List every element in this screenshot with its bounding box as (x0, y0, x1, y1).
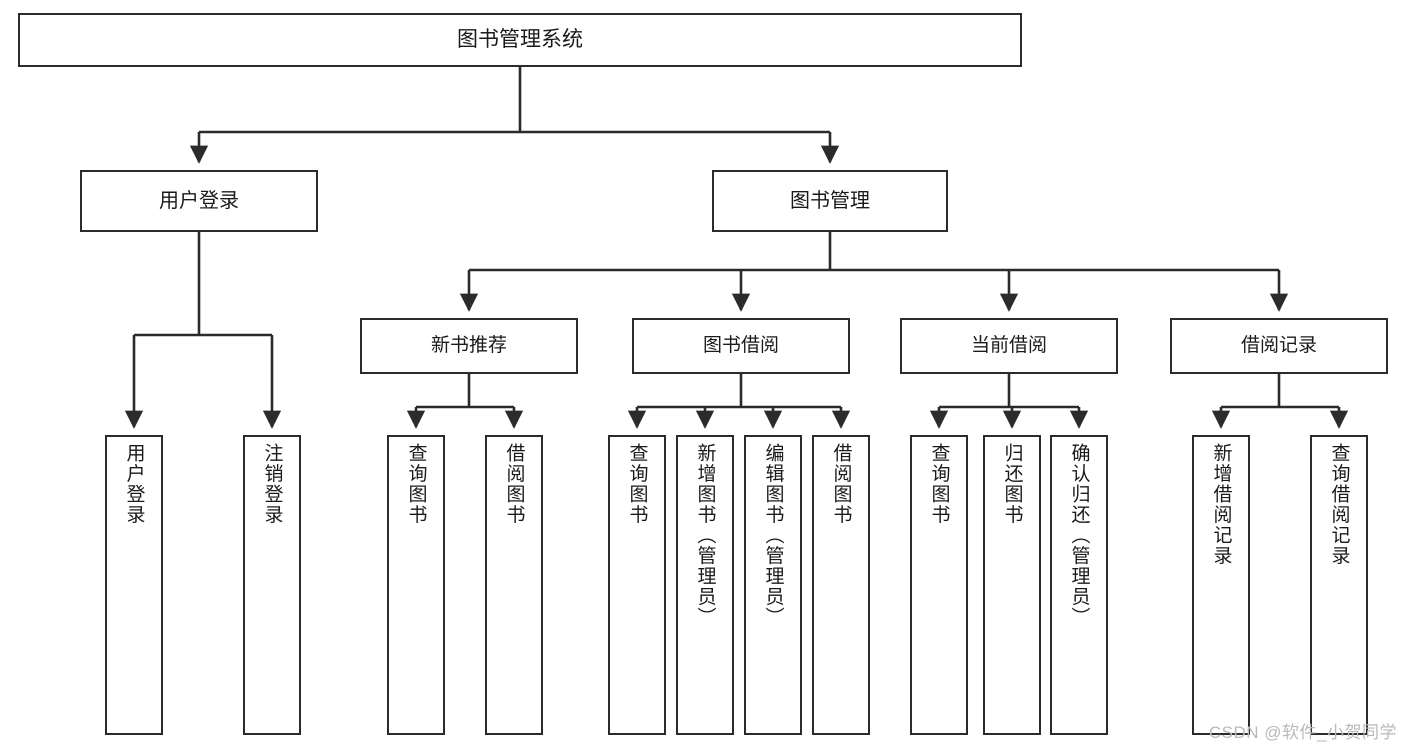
node-add-book-admin-label: 新增图书（管理员） (694, 443, 716, 628)
node-logout-action-label: 注销登录 (261, 443, 283, 525)
node-logout-action[interactable]: 注销登录 (243, 435, 301, 735)
node-edit-book-admin[interactable]: 编辑图书（管理员） (744, 435, 802, 735)
node-borrow-record-label: 借阅记录 (1240, 335, 1317, 357)
node-book-manage[interactable]: 图书管理 (712, 170, 948, 232)
watermark-text: CSDN @软件_小贺同学 (1208, 723, 1397, 742)
node-current-borrow[interactable]: 当前借阅 (900, 318, 1118, 374)
node-user-login-label: 用户登录 (159, 189, 239, 212)
node-add-borrow-record-label: 新增借阅记录 (1210, 443, 1232, 566)
node-query-book-borrow-label: 查询图书 (626, 443, 648, 525)
node-query-book-current[interactable]: 查询图书 (910, 435, 968, 735)
node-borrow-book-action-label: 借阅图书 (830, 443, 852, 525)
node-borrow-book-rec-label: 借阅图书 (503, 443, 525, 525)
node-root-label: 图书管理系统 (457, 27, 583, 51)
node-user-login-action-label: 用户登录 (123, 443, 145, 525)
node-return-book[interactable]: 归还图书 (983, 435, 1041, 735)
node-borrow-record[interactable]: 借阅记录 (1170, 318, 1388, 374)
node-query-book-borrow[interactable]: 查询图书 (608, 435, 666, 735)
node-book-borrow-label: 图书借阅 (702, 335, 779, 357)
node-confirm-return-admin[interactable]: 确认归还（管理员） (1050, 435, 1108, 735)
node-root[interactable]: 图书管理系统 (18, 13, 1022, 67)
node-new-book-recommend-label: 新书推荐 (430, 335, 507, 357)
node-query-borrow-record[interactable]: 查询借阅记录 (1310, 435, 1368, 735)
node-add-borrow-record[interactable]: 新增借阅记录 (1192, 435, 1250, 735)
node-query-book-current-label: 查询图书 (928, 443, 950, 525)
node-borrow-book-action[interactable]: 借阅图书 (812, 435, 870, 735)
node-return-book-label: 归还图书 (1001, 443, 1023, 525)
node-book-manage-label: 图书管理 (790, 189, 870, 212)
node-query-book-rec[interactable]: 查询图书 (387, 435, 445, 735)
node-user-login[interactable]: 用户登录 (80, 170, 318, 232)
node-add-book-admin[interactable]: 新增图书（管理员） (676, 435, 734, 735)
node-borrow-book-rec[interactable]: 借阅图书 (485, 435, 543, 735)
node-confirm-return-admin-label: 确认归还（管理员） (1068, 443, 1090, 628)
node-new-book-recommend[interactable]: 新书推荐 (360, 318, 578, 374)
node-query-book-rec-label: 查询图书 (405, 443, 427, 525)
node-edit-book-admin-label: 编辑图书（管理员） (762, 443, 784, 628)
node-current-borrow-label: 当前借阅 (970, 335, 1047, 357)
node-query-borrow-record-label: 查询借阅记录 (1328, 443, 1350, 566)
node-book-borrow[interactable]: 图书借阅 (632, 318, 850, 374)
node-user-login-action[interactable]: 用户登录 (105, 435, 163, 735)
